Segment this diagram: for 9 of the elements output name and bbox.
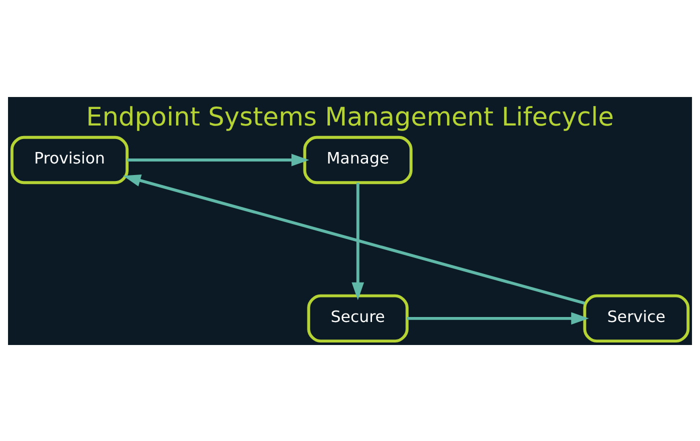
arrow <box>122 174 585 304</box>
diagram-title: Endpoint Systems Management Lifecycle <box>86 102 614 132</box>
arrow <box>407 312 589 324</box>
node-box: Provision <box>10 135 129 184</box>
arrow <box>127 153 310 166</box>
node-box: Manage <box>303 135 412 184</box>
node-box: Service <box>583 294 690 342</box>
arrow <box>352 182 364 300</box>
node-box: Secure <box>307 294 409 342</box>
